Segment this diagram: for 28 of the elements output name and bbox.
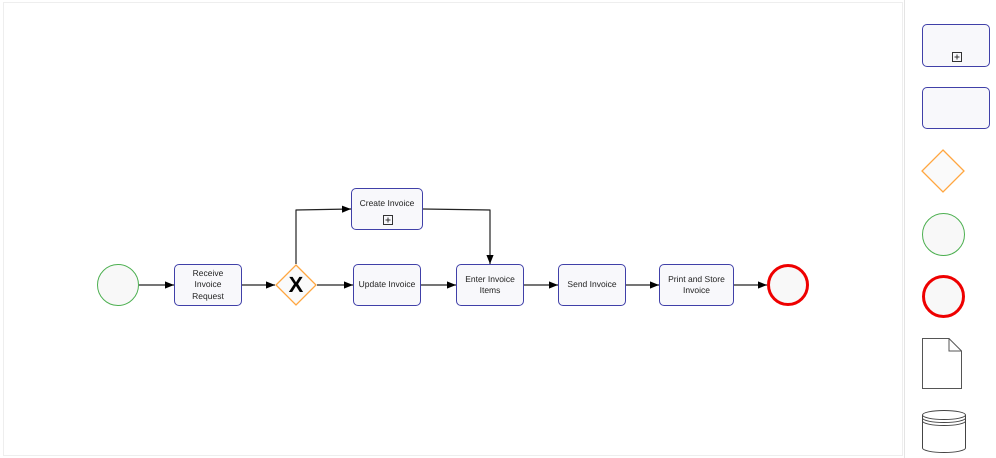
event-circle: [97, 264, 139, 306]
sequence-flow-arrow: [734, 281, 767, 289]
event-circle: [767, 264, 809, 306]
task-label: Update Invoice: [358, 279, 416, 291]
task-label: Send Invoice: [567, 279, 617, 291]
event-circle: [922, 275, 965, 318]
task-box: [351, 188, 423, 230]
sequence-flow-arrow: [242, 281, 275, 289]
task-box: [659, 264, 734, 306]
task-label: Receive Invoice Request: [191, 268, 225, 302]
task-box: [174, 264, 242, 306]
sequence-flow-arrow: [626, 281, 659, 289]
task-label: Print and Store Invoice: [667, 274, 726, 296]
sequence-flow-arrow: [421, 281, 456, 289]
task-label: Enter Invoice Items: [464, 274, 516, 296]
task-label: Create Invoice: [360, 198, 414, 210]
event-circle: [922, 213, 965, 256]
sequence-flow-arrow: [524, 281, 558, 289]
sequence-flow-arrow: [423, 208, 494, 264]
task-box: [922, 87, 990, 129]
task-box: [558, 264, 626, 306]
sequence-flow-arrow: [317, 281, 353, 289]
sequence-flow-arrow: [295, 206, 352, 264]
task-box: [353, 264, 421, 306]
sequence-flow-arrow: [139, 281, 174, 289]
task-box: [456, 264, 524, 306]
task-box: [922, 24, 990, 67]
gateway-marker: X: [288, 274, 304, 296]
